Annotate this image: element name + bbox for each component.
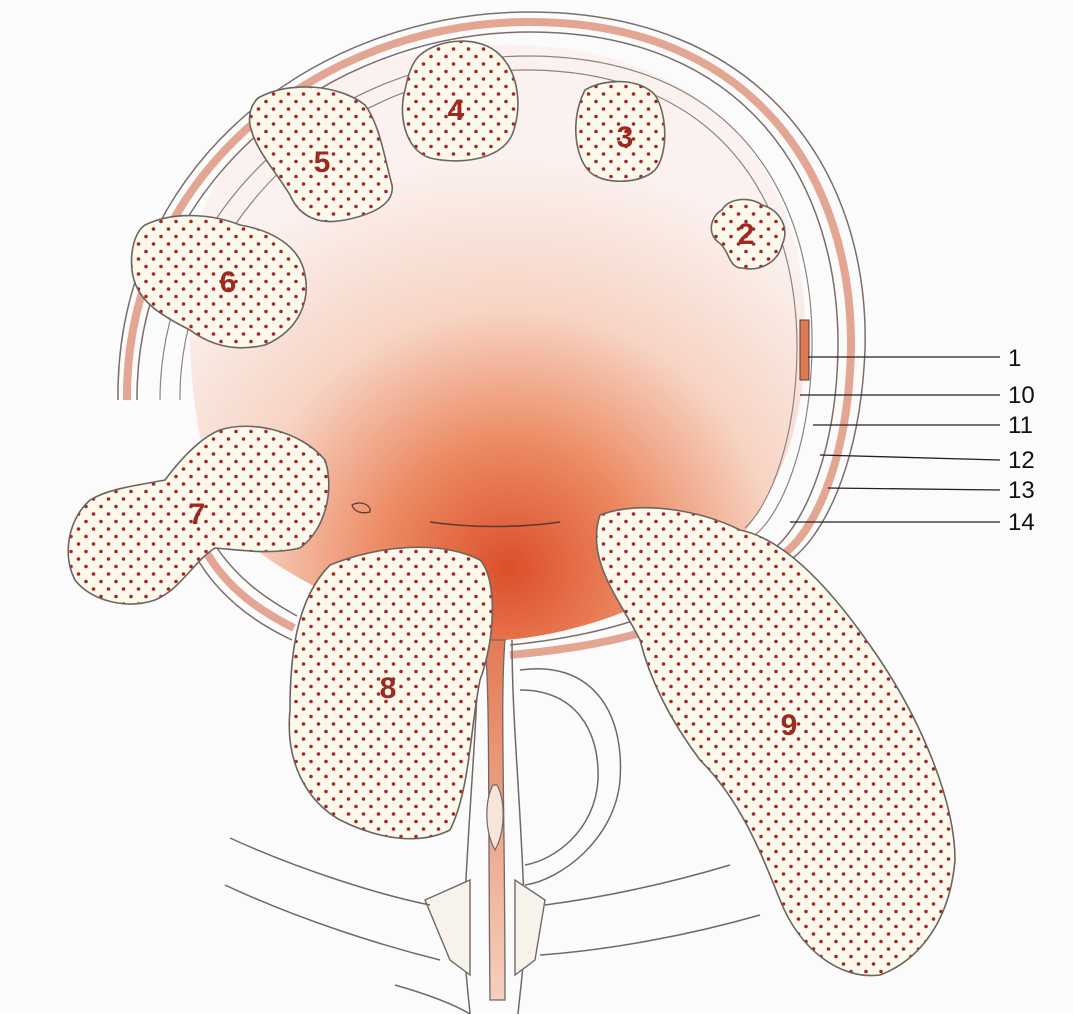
layer-label-1: 1 (1008, 345, 1021, 372)
prostate-outline (520, 669, 620, 885)
layer-label-14: 14 (1008, 509, 1035, 536)
tumor-2-label: 2 (738, 218, 755, 251)
layer-label-12: 12 (1008, 447, 1035, 474)
tumor-9: 9 (596, 508, 955, 976)
pelvic-floor-line-3 (545, 865, 730, 905)
tumor-5-label: 5 (314, 146, 331, 179)
layer-label-13: 13 (1008, 477, 1035, 504)
tumor-8: 8 (289, 547, 492, 838)
leader-12 (820, 455, 1000, 460)
tumor-4: 4 (402, 41, 517, 161)
tumor-3: 3 (576, 82, 665, 182)
tumor-4-label: 4 (448, 94, 465, 127)
pelvic-floor-line-4 (540, 915, 760, 955)
leader-13 (828, 488, 1000, 490)
pelvic-floor-line-1 (230, 838, 430, 905)
layer-label-10: 10 (1008, 382, 1035, 409)
tumor-6-label: 6 (220, 266, 237, 299)
tumor-3-label: 3 (617, 121, 634, 154)
pelvic-floor-line-2 (225, 885, 440, 960)
tumor-7-label: 7 (189, 498, 206, 531)
sphincter-left (425, 880, 470, 975)
tumor-7: 7 (68, 426, 329, 604)
layer-label-11: 11 (1008, 412, 1033, 439)
tumor-8-label: 8 (380, 672, 397, 705)
pelvic-floor-line-5 (395, 985, 470, 1014)
prostate-outline-inner (520, 690, 598, 865)
sphincter-right (515, 880, 545, 975)
tumor-9-label: 9 (781, 709, 798, 742)
tumor-1-lesion (800, 320, 809, 380)
